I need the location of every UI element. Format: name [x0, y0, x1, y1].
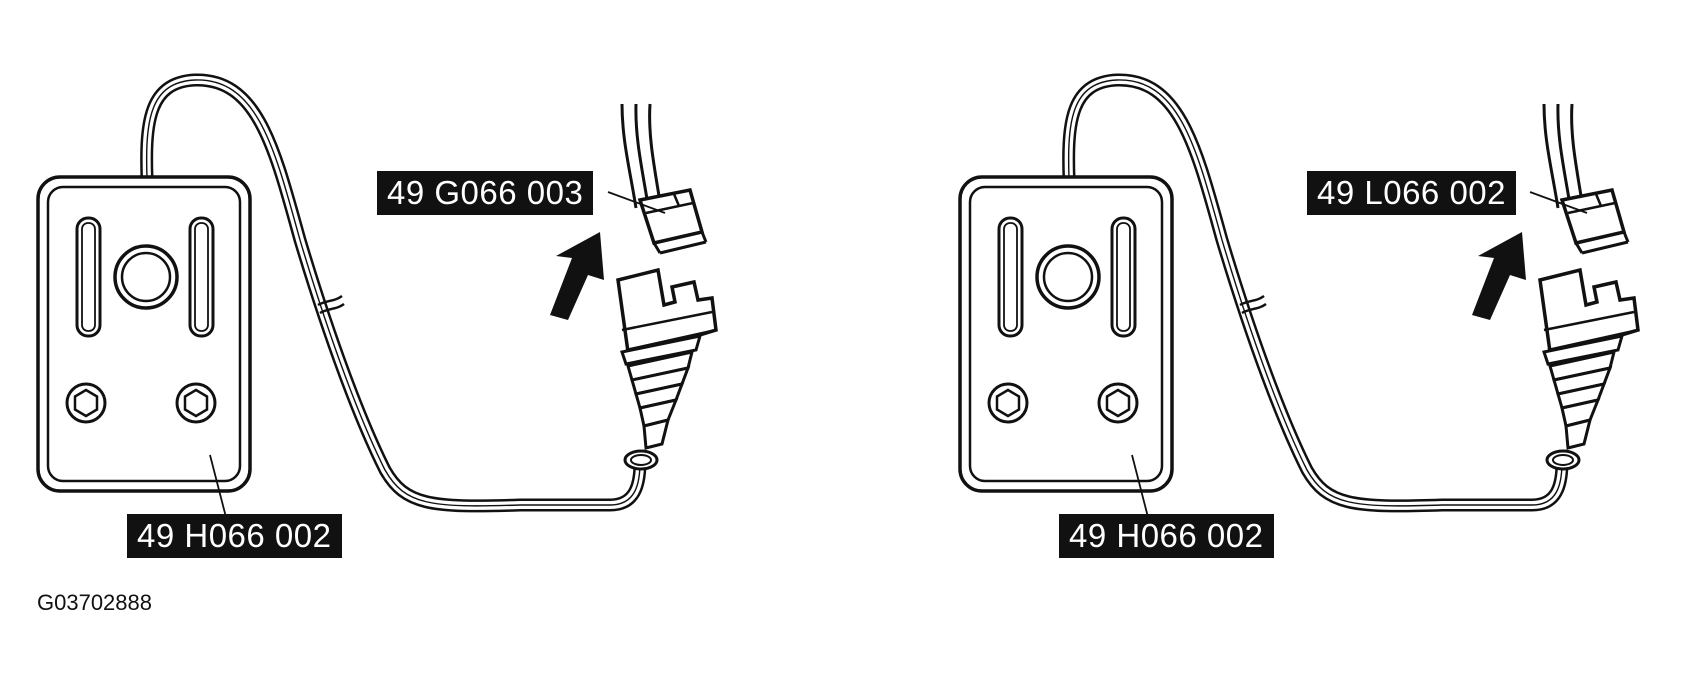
right-assembly — [960, 80, 1638, 525]
right-plate-label: 49 H066 002 — [1059, 514, 1274, 558]
left-plate-label: 49 H066 002 — [127, 514, 342, 558]
figure-id: G03702888 — [37, 590, 152, 615]
left-assembly — [38, 80, 716, 525]
left-plug-label: 49 G066 003 — [377, 171, 594, 215]
right-plug-label: 49 L066 002 — [1307, 171, 1517, 215]
